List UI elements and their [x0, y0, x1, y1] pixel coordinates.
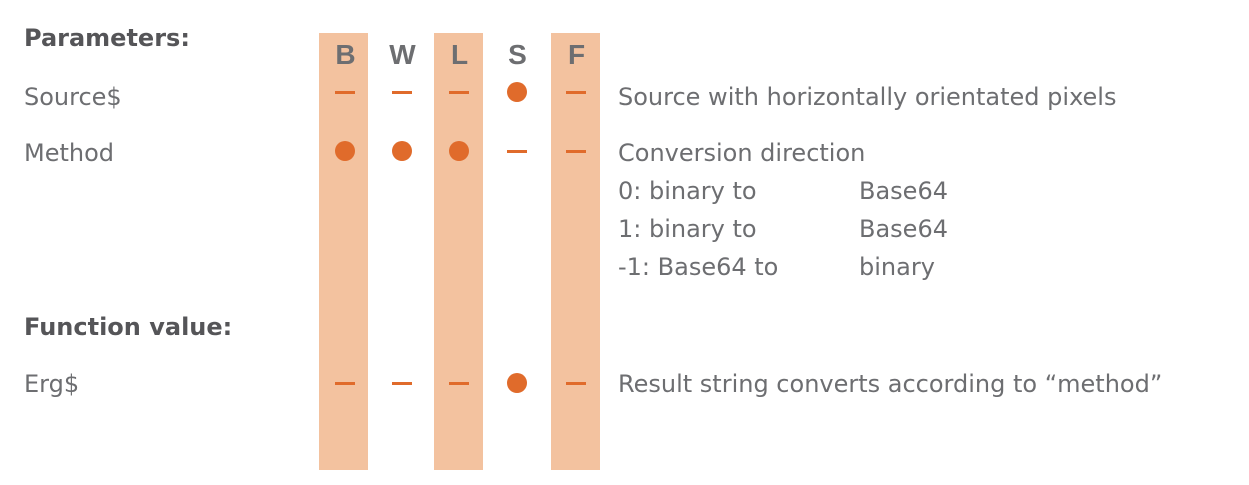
unsupported-dash-icon — [335, 91, 355, 94]
method-option-0-right: Base64 — [859, 177, 948, 205]
unsupported-dash-icon — [566, 150, 586, 153]
section-heading-function-value: Function value: — [24, 313, 233, 341]
supported-dot-icon — [449, 141, 469, 161]
param-label-erg: Erg$ — [24, 370, 80, 398]
param-label-source: Source$ — [24, 83, 122, 111]
unsupported-dash-icon — [335, 382, 355, 385]
method-option-2-left: -1: Base64 to — [618, 253, 779, 281]
supported-dot-icon — [507, 82, 527, 102]
param-desc-method: Conversion direction — [618, 139, 866, 167]
column-header-f: F — [567, 39, 586, 70]
unsupported-dash-icon — [392, 91, 412, 94]
unsupported-dash-icon — [507, 150, 527, 153]
column-header-w: W — [389, 39, 416, 70]
param-desc-erg: Result string converts according to “met… — [618, 370, 1163, 398]
unsupported-dash-icon — [392, 382, 412, 385]
param-desc-source: Source with horizontally orientated pixe… — [618, 83, 1117, 111]
method-option-1-right: Base64 — [859, 215, 948, 243]
unsupported-dash-icon — [449, 382, 469, 385]
column-header-s: S — [508, 39, 527, 70]
param-label-method: Method — [24, 139, 115, 167]
method-option-2-right: binary — [859, 253, 935, 281]
unsupported-dash-icon — [566, 382, 586, 385]
method-option-0-left: 0: binary to — [618, 177, 757, 205]
column-band-b — [319, 33, 368, 470]
column-header-b: B — [335, 39, 356, 70]
column-band-l — [434, 33, 483, 470]
column-band-f — [551, 33, 600, 470]
supported-dot-icon — [335, 141, 355, 161]
unsupported-dash-icon — [449, 91, 469, 94]
supported-dot-icon — [507, 373, 527, 393]
method-option-1-left: 1: binary to — [618, 215, 757, 243]
section-heading-parameters: Parameters: — [24, 24, 190, 52]
unsupported-dash-icon — [566, 91, 586, 94]
supported-dot-icon — [392, 141, 412, 161]
column-header-l: L — [450, 39, 469, 70]
